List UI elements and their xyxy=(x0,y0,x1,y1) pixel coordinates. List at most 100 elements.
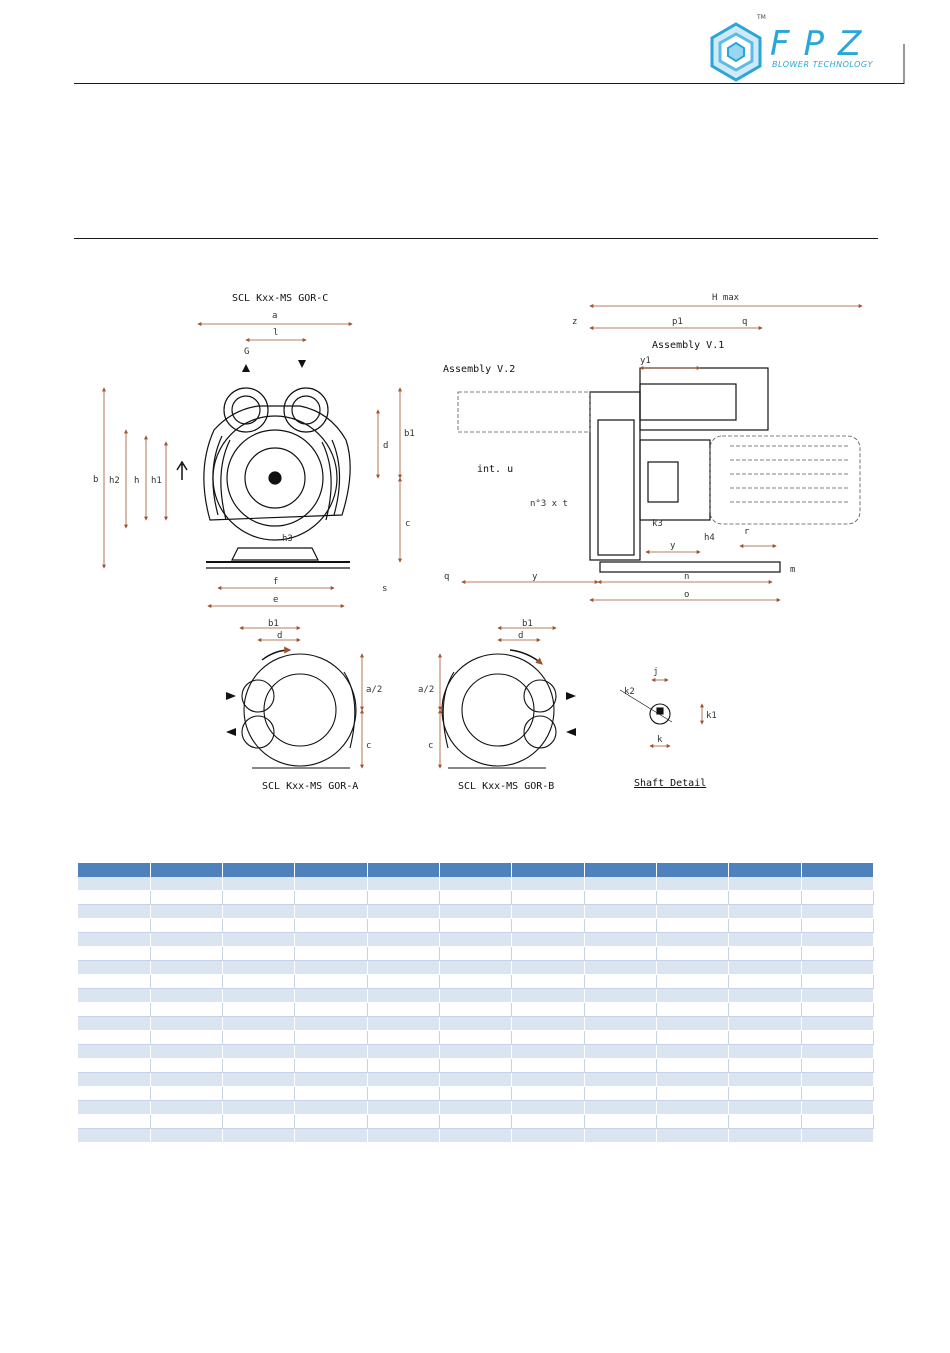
table-cell xyxy=(439,1086,513,1101)
table-cell xyxy=(656,1114,730,1129)
dim-r: r xyxy=(744,527,750,537)
view-label-b: SCL Kxx-MS GOR-B xyxy=(458,781,554,792)
dim-k: k xyxy=(657,735,663,745)
table-cell xyxy=(150,946,224,961)
view-a-body xyxy=(241,653,357,769)
table-cell xyxy=(78,974,151,989)
table-cell xyxy=(511,1114,585,1129)
shaft-detail xyxy=(619,689,673,725)
table-cell xyxy=(78,932,151,947)
table-row xyxy=(78,974,875,989)
dim-j: j xyxy=(653,667,658,677)
table-cell xyxy=(801,877,875,891)
table-cell xyxy=(511,1086,585,1101)
table-cell xyxy=(511,1030,585,1045)
view-b-dimensions xyxy=(438,626,557,769)
table-cell xyxy=(511,1044,585,1059)
table-cell xyxy=(801,1100,875,1115)
dimensions-table xyxy=(78,863,875,1143)
table-cell xyxy=(222,974,296,989)
table-cell xyxy=(728,1072,802,1087)
header-rule xyxy=(74,83,904,84)
table-cell xyxy=(511,890,585,905)
table-cell xyxy=(511,932,585,947)
table-cell xyxy=(656,1016,730,1031)
table-cell xyxy=(439,1002,513,1017)
rotation-arrow-a-icon xyxy=(261,646,292,661)
flow-arrow-b-in-icon xyxy=(566,728,576,736)
front-view-dimensions xyxy=(102,322,402,608)
view-label-a: SCL Kxx-MS GOR-A xyxy=(262,781,358,792)
table-cell xyxy=(439,1072,513,1087)
table-cell xyxy=(294,932,368,947)
table-cell xyxy=(294,1100,368,1115)
table-cell xyxy=(78,1058,151,1073)
table-cell xyxy=(511,960,585,975)
table-cell xyxy=(801,1030,875,1045)
table-cell xyxy=(222,1016,296,1031)
dim-b-a-half: a/2 xyxy=(418,685,434,695)
table-cell xyxy=(150,1044,224,1059)
table-cell xyxy=(294,1058,368,1073)
dim-k2: k2 xyxy=(624,687,635,697)
table-cell xyxy=(656,877,730,891)
callout-int-u: int. u xyxy=(477,464,513,475)
table-cell xyxy=(222,1002,296,1017)
table-cell xyxy=(728,960,802,975)
table-cell xyxy=(511,1002,585,1017)
table-cell xyxy=(294,918,368,933)
brand-tagline: BLOWER TECHNOLOGY xyxy=(772,60,873,69)
table-cell xyxy=(78,988,151,1003)
table-cell xyxy=(367,1002,441,1017)
table-cell xyxy=(656,1058,730,1073)
table-cell xyxy=(294,1072,368,1087)
table-cell xyxy=(584,946,658,961)
table-cell xyxy=(222,1128,296,1143)
table-cell xyxy=(584,932,658,947)
table-cell xyxy=(367,1072,441,1087)
table-cell xyxy=(584,1044,658,1059)
table-row xyxy=(78,877,875,891)
table-cell xyxy=(511,918,585,933)
table-cell xyxy=(584,1072,658,1087)
front-view-body xyxy=(203,387,351,569)
table-cell xyxy=(439,974,513,989)
table-cell xyxy=(801,960,875,975)
table-cell xyxy=(584,890,658,905)
table-cell xyxy=(78,1072,151,1087)
table-cell xyxy=(801,1002,875,1017)
table-cell xyxy=(222,1114,296,1129)
table-row xyxy=(78,1072,875,1087)
table-cell xyxy=(367,932,441,947)
table-cell xyxy=(511,988,585,1003)
table-cell xyxy=(78,1100,151,1115)
flow-arrow-a-out-icon xyxy=(226,728,236,736)
logo-mark-icon xyxy=(710,22,762,82)
dim-a-a-half: a/2 xyxy=(366,685,382,695)
table-cell xyxy=(511,904,585,919)
table-cell xyxy=(78,960,151,975)
table-cell xyxy=(294,1128,368,1143)
table-cell xyxy=(367,1016,441,1031)
dim-y-small: y xyxy=(670,541,676,551)
table-cell xyxy=(728,1086,802,1101)
table-cell xyxy=(367,1128,441,1143)
dim-k1: k1 xyxy=(706,711,717,721)
table-cell xyxy=(511,1128,585,1143)
table-cell xyxy=(728,946,802,961)
table-cell xyxy=(656,974,730,989)
table-cell xyxy=(222,988,296,1003)
table-cell xyxy=(150,1002,224,1017)
rotation-arrow-b-icon xyxy=(509,649,543,665)
table-row xyxy=(78,960,875,975)
table-cell xyxy=(222,918,296,933)
dim-z: z xyxy=(572,317,577,327)
flow-arrow-up-icon xyxy=(176,460,188,480)
dim-h4: h4 xyxy=(704,533,715,543)
dim-c: c xyxy=(405,519,410,529)
dim-a: a xyxy=(272,311,277,321)
table-cell xyxy=(367,904,441,919)
table-cell xyxy=(150,1086,224,1101)
table-cell xyxy=(150,890,224,905)
table-cell xyxy=(439,877,513,891)
